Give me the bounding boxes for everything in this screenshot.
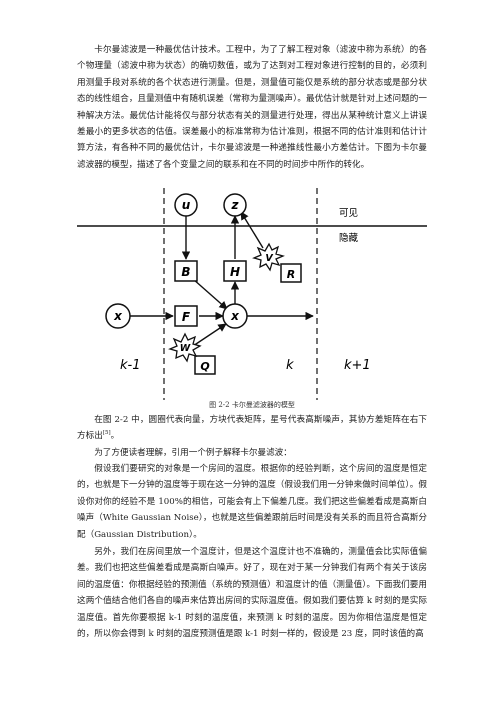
time-label-k: k	[286, 358, 294, 373]
hidden-label: 隐藏	[339, 232, 359, 244]
matrix-R	[280, 263, 302, 283]
kalman-filter-diagram: 可见 隐藏 k-1 k k+1 u z x x B H F R Q V W	[77, 188, 427, 400]
arrow-v-to-z	[240, 211, 264, 249]
node-u-label: u	[182, 198, 191, 212]
arrow-w-to-x	[192, 323, 227, 347]
noise-v-star	[252, 242, 285, 272]
intro-paragraph: 卡尔曼滤波是一种最优估计技术。工程中，为了了解工程对象（滤波中称为系统）的各个物…	[77, 45, 427, 170]
example-intro-paragraph: 为了方便读者理解，引用一个例子解释卡尔曼滤波：	[94, 448, 292, 458]
node-z	[223, 193, 247, 217]
node-x-curr	[222, 303, 248, 329]
example-assumption-paragraph: 假设我们要研究的对象是一个房间的温度。根据你的经验判断，这个房间的温度是恒定的，…	[77, 464, 427, 540]
noise-v-label: V	[265, 253, 273, 264]
matrix-B-label: B	[181, 265, 190, 279]
matrix-H-label: H	[230, 265, 240, 279]
figure-explanation-paragraph: 在图 2-2 中，圆圈代表向量，方块代表矩阵，星号代表高斯噪声，其协方差矩阵在右…	[77, 412, 427, 445]
noise-w-star	[168, 332, 202, 363]
matrix-F	[174, 305, 198, 327]
node-z-label: z	[231, 198, 240, 212]
visible-label: 可见	[339, 208, 358, 219]
matrix-Q-label: Q	[200, 360, 209, 373]
node-x-curr-label: x	[230, 309, 240, 323]
figure-explanation-text: 在图 2-2 中，圆圈代表向量，方块代表矩阵，星号代表高斯噪声，其协方差矩阵在右…	[77, 415, 427, 442]
matrix-Q	[194, 355, 216, 375]
node-x-prev	[105, 303, 131, 329]
matrix-H	[223, 260, 247, 282]
example-thermometer-paragraph: 另外，我们在房间里放一个温度计，但是这个温度计也不准确的，测量值会比实际值偏差。…	[77, 547, 427, 640]
arrow-B-to-x	[192, 278, 228, 310]
figure-explanation-end: 。	[110, 431, 120, 442]
noise-w-label: W	[180, 343, 191, 354]
time-label-k-plus-1: k+1	[344, 358, 371, 373]
matrix-F-label: F	[182, 310, 191, 324]
citation: [5]	[102, 430, 111, 437]
matrix-B	[174, 260, 198, 282]
matrix-R-label: R	[287, 268, 295, 281]
figure-caption: 图 2-2 卡尔曼滤波器的模型	[209, 401, 295, 409]
node-u	[174, 193, 198, 217]
node-x-prev-label: x	[113, 309, 123, 323]
time-label-k-minus-1: k-1	[120, 358, 141, 373]
